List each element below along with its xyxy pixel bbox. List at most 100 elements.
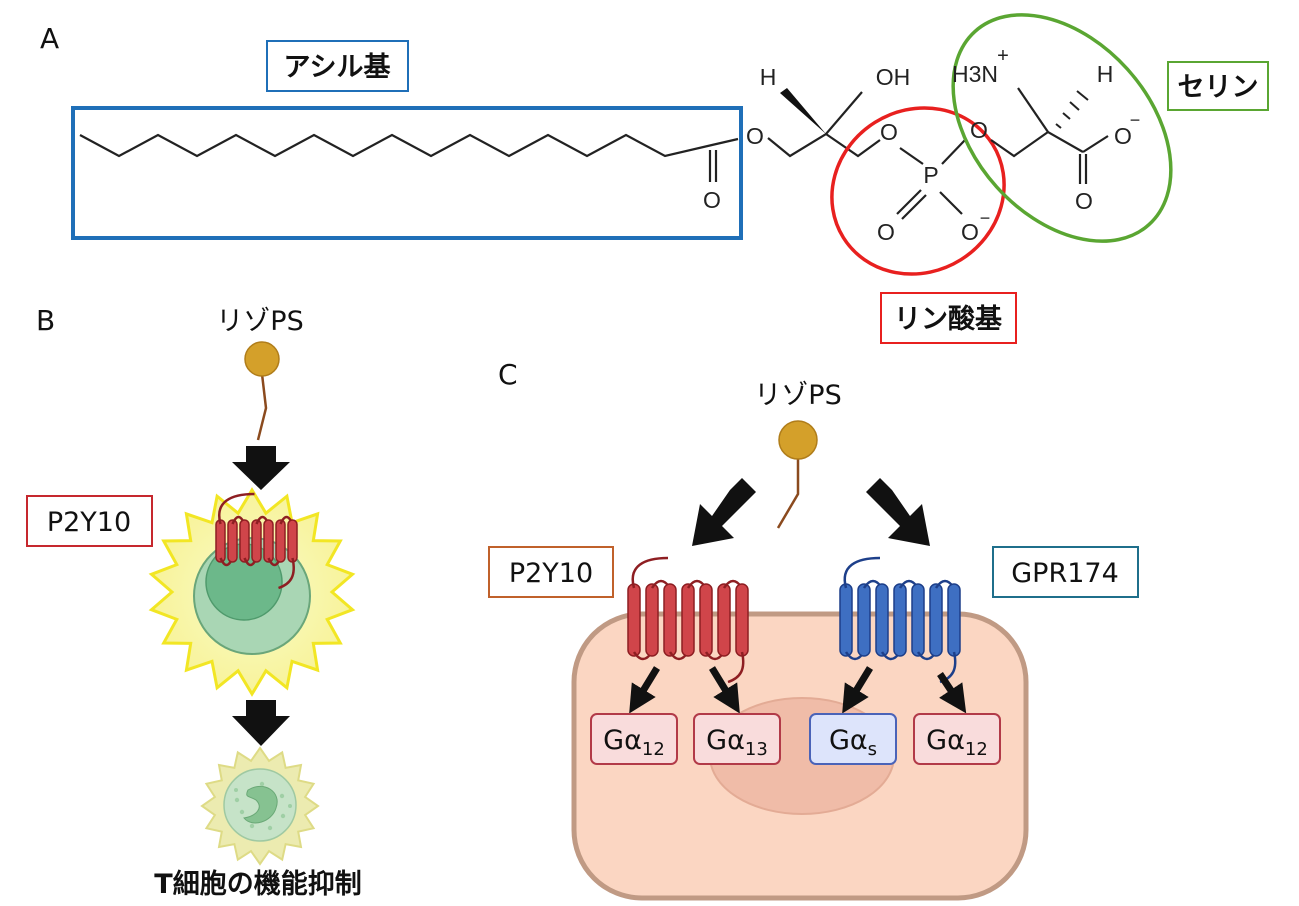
c-signal-arrow-3 [842, 666, 873, 714]
c-p2y10-helix-1 [627, 583, 641, 657]
c-p2y10-n-terminus [631, 556, 669, 589]
c-receptor-right-label: GPR174 [1011, 558, 1119, 589]
b-suppressed-t-cell-nucleus [243, 785, 278, 824]
p-o-minus-bond [939, 191, 963, 215]
g-protein-box-3 [809, 713, 897, 765]
c-p2y10-helix-2 [645, 583, 659, 657]
c-arrow-left [692, 478, 756, 546]
phosphate-group-ring [830, 106, 1006, 276]
c-ligand-tail [776, 456, 800, 529]
c-gpr174-helix-7 [947, 583, 961, 657]
b-receptor-helix-3 [239, 519, 250, 563]
c-p2y10-helix-4 [681, 583, 695, 657]
atom-o-carbonyl: O [703, 187, 721, 213]
atom-o-p-minus: O [961, 219, 979, 245]
b-receptor-n-terminus [218, 492, 255, 525]
atom-oh: OH [876, 64, 911, 90]
atom-h-serine: H [1097, 61, 1114, 87]
c-ligand-label: リゾPS [754, 380, 841, 411]
atom-o-carboxyl-minus: O [1114, 123, 1132, 149]
b-arrow-2 [232, 700, 290, 746]
c-gpr174-helix-1 [839, 583, 853, 657]
c-gpr174-helix-5 [911, 583, 925, 657]
p-double-o-bond [896, 189, 922, 215]
g-protein-box-1 [590, 713, 678, 765]
g-protein-sub-2: 13 [745, 739, 768, 760]
c-p2y10-helix-3 [663, 583, 677, 657]
acyl-group-box [71, 106, 743, 240]
c-signal-arrow-2 [709, 666, 740, 714]
g-protein-label-3: Gαs [829, 725, 877, 760]
acyl-label: アシル基 [284, 52, 392, 83]
c-receptor-right-frame [992, 546, 1139, 598]
o-carboxyl-minus-charge: − [1130, 110, 1141, 130]
o-p-bond [899, 147, 924, 165]
atom-o-ester: O [746, 123, 764, 149]
hash-bond-3 [1069, 101, 1080, 111]
b-receptor-label: P2Y10 [47, 507, 131, 538]
c-signal-arrows [629, 666, 967, 714]
serine-backbone [990, 130, 1084, 158]
phosphate-label: リン酸基 [894, 304, 1003, 335]
o-p-minus-charge: − [980, 208, 991, 228]
b-arrow-1 [232, 446, 290, 490]
atom-o-glycerol-p: O [880, 119, 898, 145]
g-protein-base-3: Gα [829, 725, 868, 756]
b-cell-granules [234, 781, 292, 831]
hash-bond-2 [1062, 112, 1071, 120]
oh-bond [825, 91, 863, 135]
atom-p: P [923, 162, 938, 188]
c-arrow-right [866, 478, 930, 546]
g-protein-base-4: Gα [926, 725, 965, 756]
c-receptor-gpr174 [839, 556, 961, 684]
acyl-chain [79, 133, 739, 158]
carboxyl-o-minus-bond [1082, 135, 1109, 153]
atom-o-serine: O [970, 117, 988, 143]
g-protein-sub-3: s [868, 739, 877, 760]
atom-h3n: H3N [952, 61, 998, 87]
hash-bond-4 [1076, 90, 1089, 101]
p-o-serine-bond [941, 139, 966, 165]
c-p2y10-helix-6 [717, 583, 731, 657]
g-protein-sub-4: 12 [965, 739, 988, 760]
g-protein-label-4: Gα12 [926, 725, 988, 760]
g-protein-base-2: Gα [706, 725, 745, 756]
c-receptor-left-frame [488, 546, 614, 598]
b-receptor-label-frame [26, 495, 153, 547]
c-p2y10-helix-7 [735, 583, 749, 657]
panel-label-c: C [498, 358, 518, 391]
serine-group-ring [951, 13, 1173, 243]
b-ligand-tail [256, 373, 268, 441]
c-p2y10-helix-5 [699, 583, 713, 657]
atom-h-stereo: H [760, 64, 777, 90]
c-ligand-head [778, 420, 818, 460]
g-protein-box-4 [913, 713, 1001, 765]
phosphate-label-frame [880, 292, 1017, 344]
c-receptor-left-label: P2Y10 [509, 558, 593, 589]
panel-label-a: A [40, 22, 59, 55]
g-protein-base-1: Gα [603, 725, 642, 756]
atom-o-p-double: O [877, 219, 895, 245]
acyl-label-frame [266, 40, 409, 92]
c-gpr174-helix-4 [893, 583, 907, 657]
c-gpr174-n-terminus [843, 556, 881, 589]
atom-o-carboxyl-double: O [1075, 188, 1093, 214]
amine-bond [1017, 87, 1049, 133]
panel-label-b: B [36, 304, 55, 337]
c-p2y10-c-terminus [727, 651, 745, 684]
b-receptor-helix-2 [227, 519, 238, 563]
serine-label-frame [1167, 61, 1269, 111]
g-protein-sub-1: 12 [642, 739, 665, 760]
b-receptor-helix-6 [275, 519, 286, 563]
c-receptor-p2y10 [627, 556, 749, 684]
serine-label: セリン [1178, 72, 1259, 103]
n-charge: + [997, 45, 1009, 67]
b-outcome-label: T細胞の機能抑制 [154, 868, 361, 900]
g-protein-box-2 [693, 713, 781, 765]
p-double-o-bond-2 [901, 194, 927, 220]
b-ligand-head [244, 341, 280, 377]
g-protein-label-1: Gα12 [603, 725, 665, 760]
b-receptor-helix-4 [251, 519, 262, 563]
